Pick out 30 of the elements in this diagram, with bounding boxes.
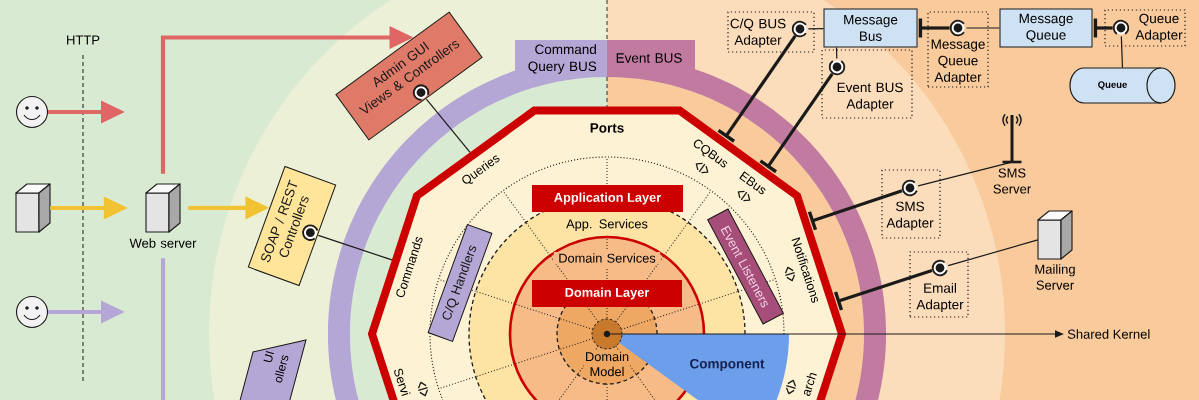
adapter-box: SMS Adapter: [881, 169, 941, 239]
adapter-box: C/Q BUS Adapter: [727, 11, 815, 53]
port-connector: [1093, 18, 1113, 38]
adapter-box: Email Adapter: [909, 251, 969, 318]
bus-label: Event BUS: [616, 53, 682, 63]
smiley-icon: [15, 95, 49, 129]
port-connector: [834, 269, 933, 311]
bus-label: Command Query BUS: [528, 44, 597, 74]
connector-line: [807, 28, 825, 30]
queue-cylinder: Queue: [1069, 67, 1176, 104]
server-icon: [15, 183, 51, 233]
smiley-icon: [15, 295, 49, 329]
connector-line: [835, 46, 838, 60]
controller-box: UI ollers: [239, 339, 307, 400]
device-label: SMS Server: [993, 168, 1031, 194]
kernel-label: Shared Kernel: [1067, 329, 1150, 339]
port-connector: [918, 18, 950, 38]
connector-line: [917, 161, 1013, 187]
connector-line: [1120, 35, 1124, 69]
adapter-box: Queue Adapter: [1104, 9, 1186, 47]
connector-line: [160, 258, 166, 400]
adapter-box: Event BUS Adapter: [821, 49, 913, 119]
bus-box: Message Bus: [823, 8, 918, 48]
queue-box: Message Queue: [999, 8, 1093, 48]
boundary-label: HTTP: [67, 35, 100, 45]
device-label: Mailing Server: [1035, 264, 1075, 290]
adapter-box: Message Queue Adapter: [927, 11, 989, 88]
device-label: Web server: [129, 238, 197, 248]
connector-line: [947, 239, 1039, 267]
connector-line: [965, 27, 1001, 29]
